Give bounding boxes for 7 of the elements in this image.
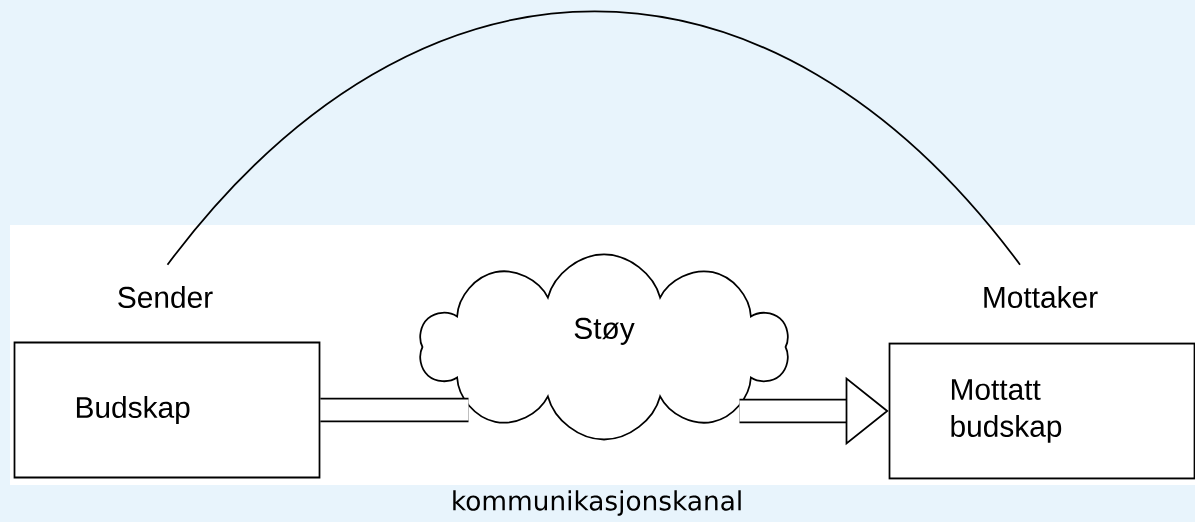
- noise-cloud: Støy: [419, 253, 789, 441]
- arc-connector: [166, 10, 1021, 266]
- received-message-box: Mottatt budskap: [888, 342, 1195, 480]
- receiver-label: Mottaker: [984, 286, 1098, 308]
- sender-label: Sender: [118, 286, 213, 308]
- channel-label: kommunikasjonskanal: [453, 490, 741, 516]
- message-box: Budskap: [13, 341, 321, 479]
